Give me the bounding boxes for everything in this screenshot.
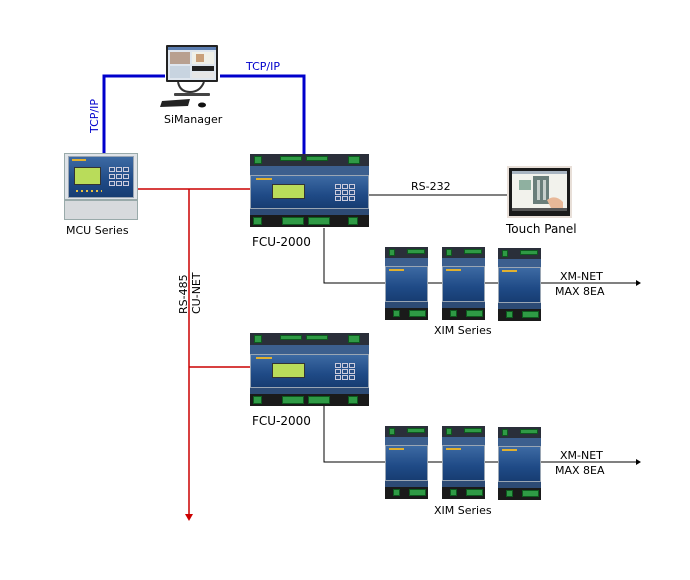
xmnet-arrow-1: [636, 280, 641, 286]
xmnet-link-1: [323, 228, 385, 284]
fcu-2000-label-2: FCU-2000: [252, 414, 311, 428]
fcu-2000-device-1[interactable]: [250, 154, 369, 227]
touch-panel-icon: [507, 166, 572, 218]
tcpip-left-label: TCP/IP: [88, 99, 101, 133]
rs485-arrow-head: [185, 514, 193, 521]
rs232-label: RS-232: [411, 180, 451, 193]
cunet-label: CU-NET: [190, 272, 203, 314]
xim-module-1a[interactable]: [385, 247, 428, 320]
xim-series-label-1: XIM Series: [434, 324, 492, 337]
xim-module-2c[interactable]: [498, 427, 541, 500]
rs485-label: RS-485: [177, 274, 190, 314]
simanager-label: SiManager: [164, 113, 223, 126]
xim-module-1b[interactable]: [442, 247, 485, 320]
xmnet-max-label-2: MAX 8EA: [555, 464, 605, 477]
tcpip-link-left: [102, 74, 165, 158]
xim-series-label-2: XIM Series: [434, 504, 492, 517]
touch-panel-device[interactable]: [507, 166, 572, 218]
mcu-label: MCU Series: [66, 224, 129, 237]
xim-module-2b[interactable]: [442, 426, 485, 499]
tcpip-right-label: TCP/IP: [246, 60, 280, 73]
touch-panel-label: Touch Panel: [506, 222, 577, 236]
xmnet-label-2: XM-NET: [560, 449, 603, 462]
xmnet-label-1: XM-NET: [560, 270, 603, 283]
mcu-device[interactable]: [64, 153, 138, 220]
computer-icon: [160, 45, 218, 108]
xim-module-1c[interactable]: [498, 248, 541, 321]
fcu-2000-device-2[interactable]: [250, 333, 369, 406]
simanager-device[interactable]: [160, 44, 222, 110]
tcpip-link-right: [220, 74, 306, 157]
xmnet-link-2: [323, 406, 385, 463]
xmnet-max-label-1: MAX 8EA: [555, 285, 605, 298]
xmnet-arrow-2: [636, 459, 641, 465]
fcu-2000-label-1: FCU-2000: [252, 235, 311, 249]
xim-module-2a[interactable]: [385, 426, 428, 499]
